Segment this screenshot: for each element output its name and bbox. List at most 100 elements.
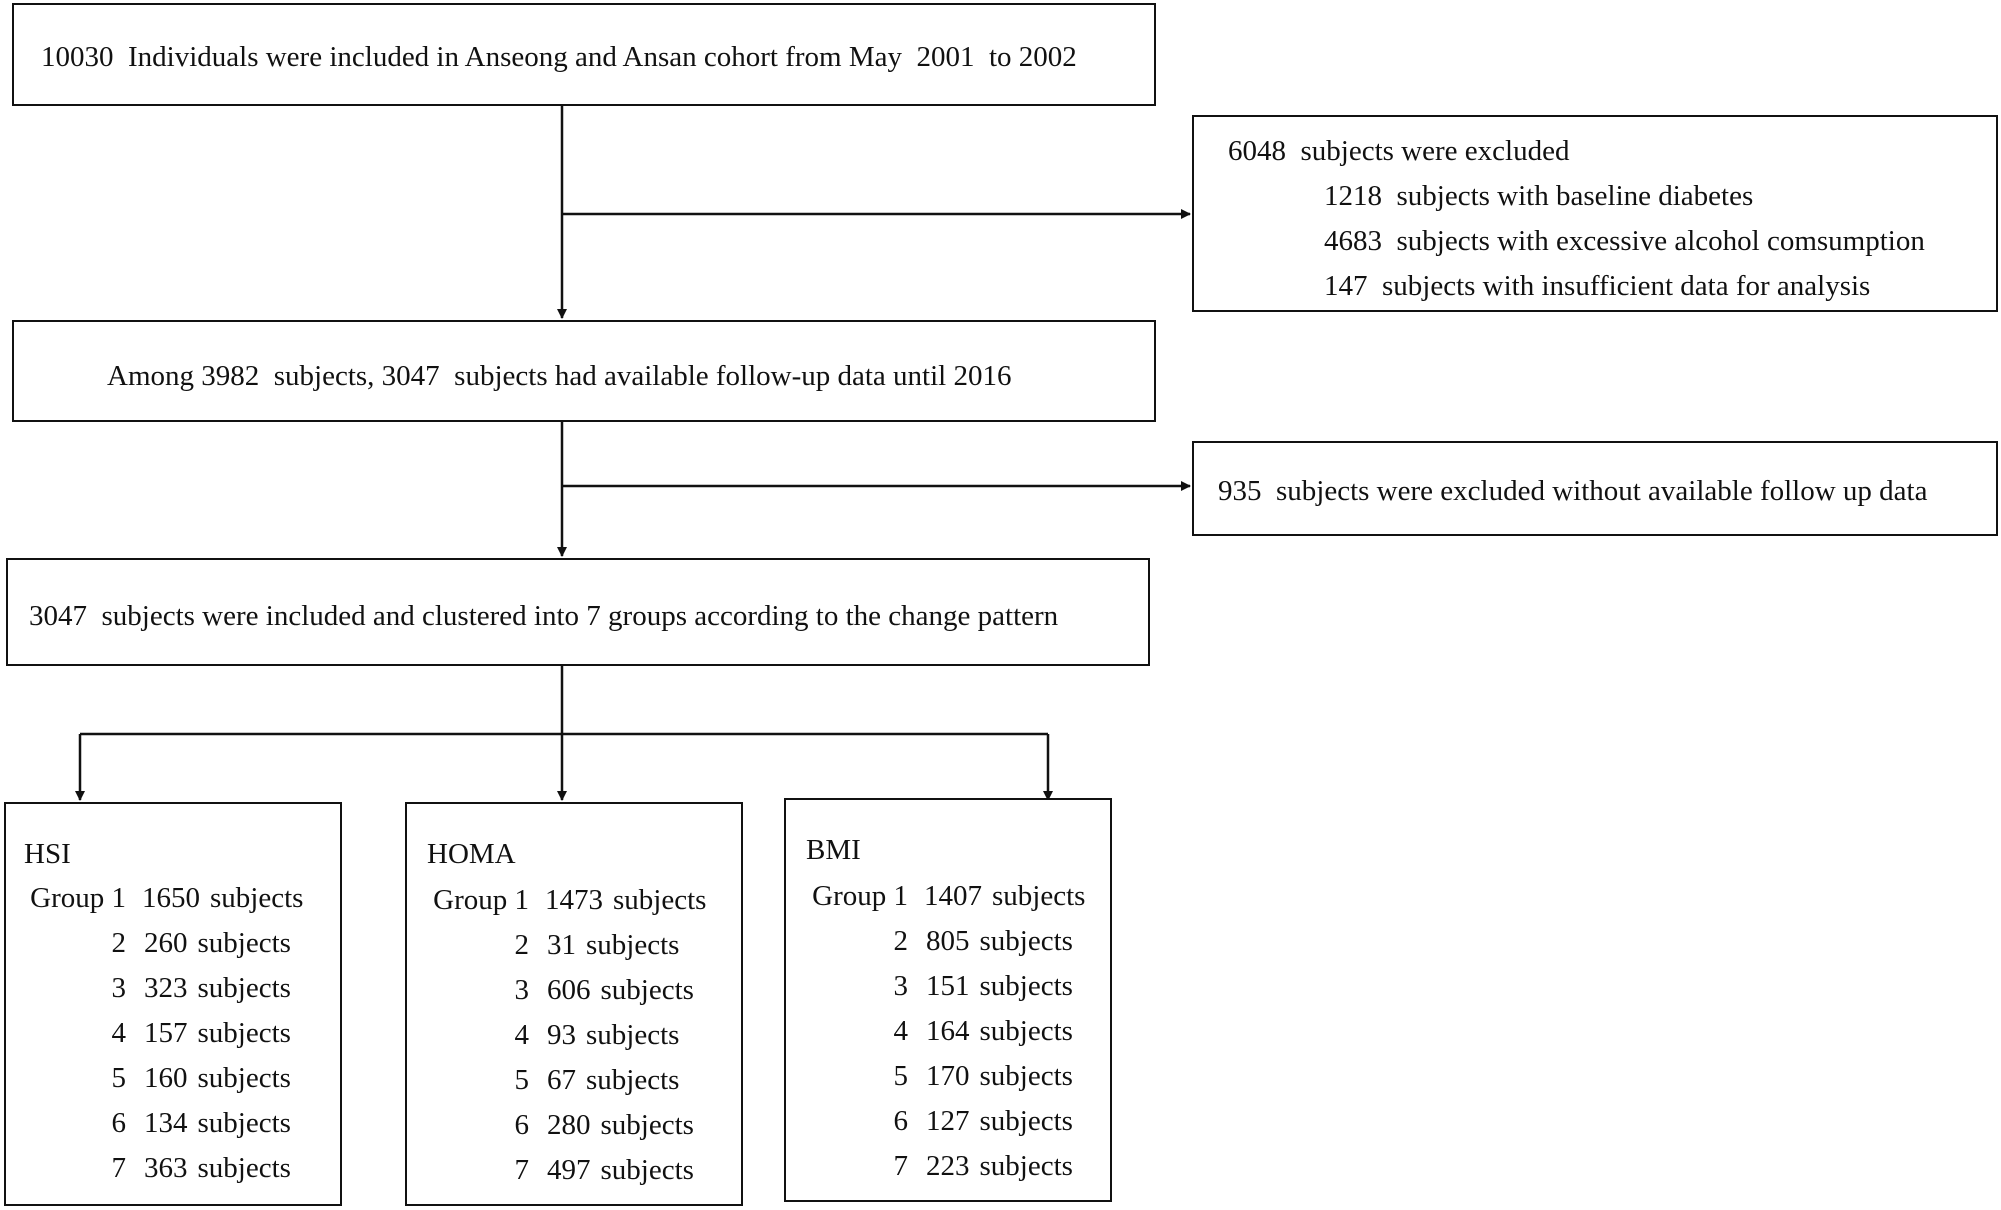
- cohort-text: 10030 Individuals were included in Anseo…: [41, 41, 1077, 73]
- group-row-label: 5: [111, 1062, 127, 1094]
- group-row-label: 6: [111, 1107, 127, 1139]
- group-row-count: 1407: [924, 880, 982, 912]
- group-row: 3 323 subjects: [24, 972, 291, 1005]
- group-row-unit: subjects: [979, 1150, 1073, 1182]
- group-row-unit: subjects: [197, 1017, 291, 1049]
- group-row-unit: subjects: [613, 884, 707, 916]
- group-row-unit: subjects: [210, 882, 304, 914]
- excluded-box: 6048 subjects were excluded 1218 subject…: [1192, 115, 1998, 312]
- group-row-label: 5: [514, 1064, 530, 1096]
- group-row-label: 2: [111, 927, 127, 959]
- group-row-count: 363: [144, 1152, 188, 1184]
- group-row-count: 260: [144, 927, 188, 959]
- excluded-title: 6048 subjects were excluded: [1228, 135, 1570, 167]
- group-row-count: 1473: [545, 884, 603, 916]
- group-row: 7 497 subjects: [427, 1154, 694, 1187]
- group-row-count: 805: [926, 925, 970, 957]
- group-row-unit: subjects: [992, 880, 1086, 912]
- group-row-count: 170: [926, 1060, 970, 1092]
- group-row-unit: subjects: [197, 1107, 291, 1139]
- group-row-label: 7: [514, 1154, 530, 1186]
- followup-text: Among 3982 subjects, 3047 subjects had a…: [107, 360, 1012, 392]
- group-row-count: 151: [926, 970, 970, 1002]
- group-row-label: 6: [514, 1109, 530, 1141]
- group-row-label: 3: [893, 970, 909, 1002]
- group-title-homa: HOMA: [427, 838, 516, 870]
- group-row-label: Group 1: [433, 884, 529, 916]
- group-row: 5 170 subjects: [806, 1060, 1073, 1093]
- group-row-count: 67: [547, 1064, 576, 1096]
- included-box: 3047 subjects were included and clustere…: [6, 558, 1150, 666]
- group-row: 6 134 subjects: [24, 1107, 291, 1140]
- group-row-count: 1650: [142, 882, 200, 914]
- group-row-label: 7: [111, 1152, 127, 1184]
- included-text: 3047 subjects were included and clustere…: [29, 600, 1059, 632]
- followup-box: Among 3982 subjects, 3047 subjects had a…: [12, 320, 1156, 422]
- group-row: 7 363 subjects: [24, 1152, 291, 1185]
- group-row-count: 323: [144, 972, 188, 1004]
- excluded-item-alcohol: 4683 subjects with excessive alcohol com…: [1324, 225, 1925, 257]
- group-row: Group 1 1407 subjects: [806, 880, 1085, 913]
- group-row-label: 3: [111, 972, 127, 1004]
- group-row: 3 606 subjects: [427, 974, 694, 1007]
- group-row-unit: subjects: [979, 1060, 1073, 1092]
- group-row-label: 4: [893, 1015, 909, 1047]
- cohort-box: 10030 Individuals were included in Anseo…: [12, 3, 1156, 106]
- group-row-label: 4: [514, 1019, 530, 1051]
- group-row-label: Group 1: [812, 880, 908, 912]
- group-row: 2 260 subjects: [24, 927, 291, 960]
- group-row-count: 223: [926, 1150, 970, 1182]
- group-row-count: 127: [926, 1105, 970, 1137]
- group-row: 2 805 subjects: [806, 925, 1073, 958]
- group-row-count: 606: [547, 974, 591, 1006]
- excluded-followup-box: 935 subjects were excluded without avail…: [1192, 441, 1998, 536]
- group-row-unit: subjects: [197, 1152, 291, 1184]
- group-row-label: 7: [893, 1150, 909, 1182]
- group-box-hsi: HSI Group 1 1650 subjects 2 260 subjects 3 323 s…: [4, 802, 342, 1206]
- excluded-followup-text: 935 subjects were excluded without avail…: [1218, 475, 1928, 507]
- group-row-count: 164: [926, 1015, 970, 1047]
- group-row-label: 4: [111, 1017, 127, 1049]
- group-row-count: 134: [144, 1107, 188, 1139]
- group-row-unit: subjects: [197, 972, 291, 1004]
- group-row-unit: subjects: [600, 1154, 694, 1186]
- group-row: Group 1 1473 subjects: [427, 884, 706, 917]
- group-row-unit: subjects: [586, 1064, 680, 1096]
- group-row-unit: subjects: [586, 1019, 680, 1051]
- group-row-count: 497: [547, 1154, 591, 1186]
- group-row-label: 2: [893, 925, 909, 957]
- group-row-count: 157: [144, 1017, 188, 1049]
- group-row-unit: subjects: [197, 927, 291, 959]
- excluded-item-diabetes: 1218 subjects with baseline diabetes: [1324, 180, 1754, 212]
- group-row-unit: subjects: [979, 925, 1073, 957]
- group-row: 4 93 subjects: [427, 1019, 680, 1052]
- group-row: 5 67 subjects: [427, 1064, 680, 1097]
- group-title-bmi: BMI: [806, 834, 861, 866]
- group-row: 4 157 subjects: [24, 1017, 291, 1050]
- group-row: 7 223 subjects: [806, 1150, 1073, 1183]
- group-row-unit: subjects: [600, 1109, 694, 1141]
- group-row-label: 5: [893, 1060, 909, 1092]
- group-title-hsi: HSI: [24, 838, 71, 870]
- group-row-unit: subjects: [979, 1105, 1073, 1137]
- group-row-label: 2: [514, 929, 530, 961]
- group-row-label: 3: [514, 974, 530, 1006]
- excluded-item-insufficient: 147 subjects with insufficient data for …: [1324, 270, 1871, 302]
- group-row-unit: subjects: [197, 1062, 291, 1094]
- group-box-bmi: BMI Group 1 1407 subjects 2 805 subjects 3 151 s…: [784, 798, 1112, 1202]
- group-row-label: Group 1: [30, 882, 126, 914]
- group-row-count: 280: [547, 1109, 591, 1141]
- group-row: Group 1 1650 subjects: [24, 882, 303, 915]
- group-row: 6 280 subjects: [427, 1109, 694, 1142]
- group-row-unit: subjects: [586, 929, 680, 961]
- group-row: 6 127 subjects: [806, 1105, 1073, 1138]
- group-row-unit: subjects: [600, 974, 694, 1006]
- group-row-count: 93: [547, 1019, 576, 1051]
- group-row-label: 6: [893, 1105, 909, 1137]
